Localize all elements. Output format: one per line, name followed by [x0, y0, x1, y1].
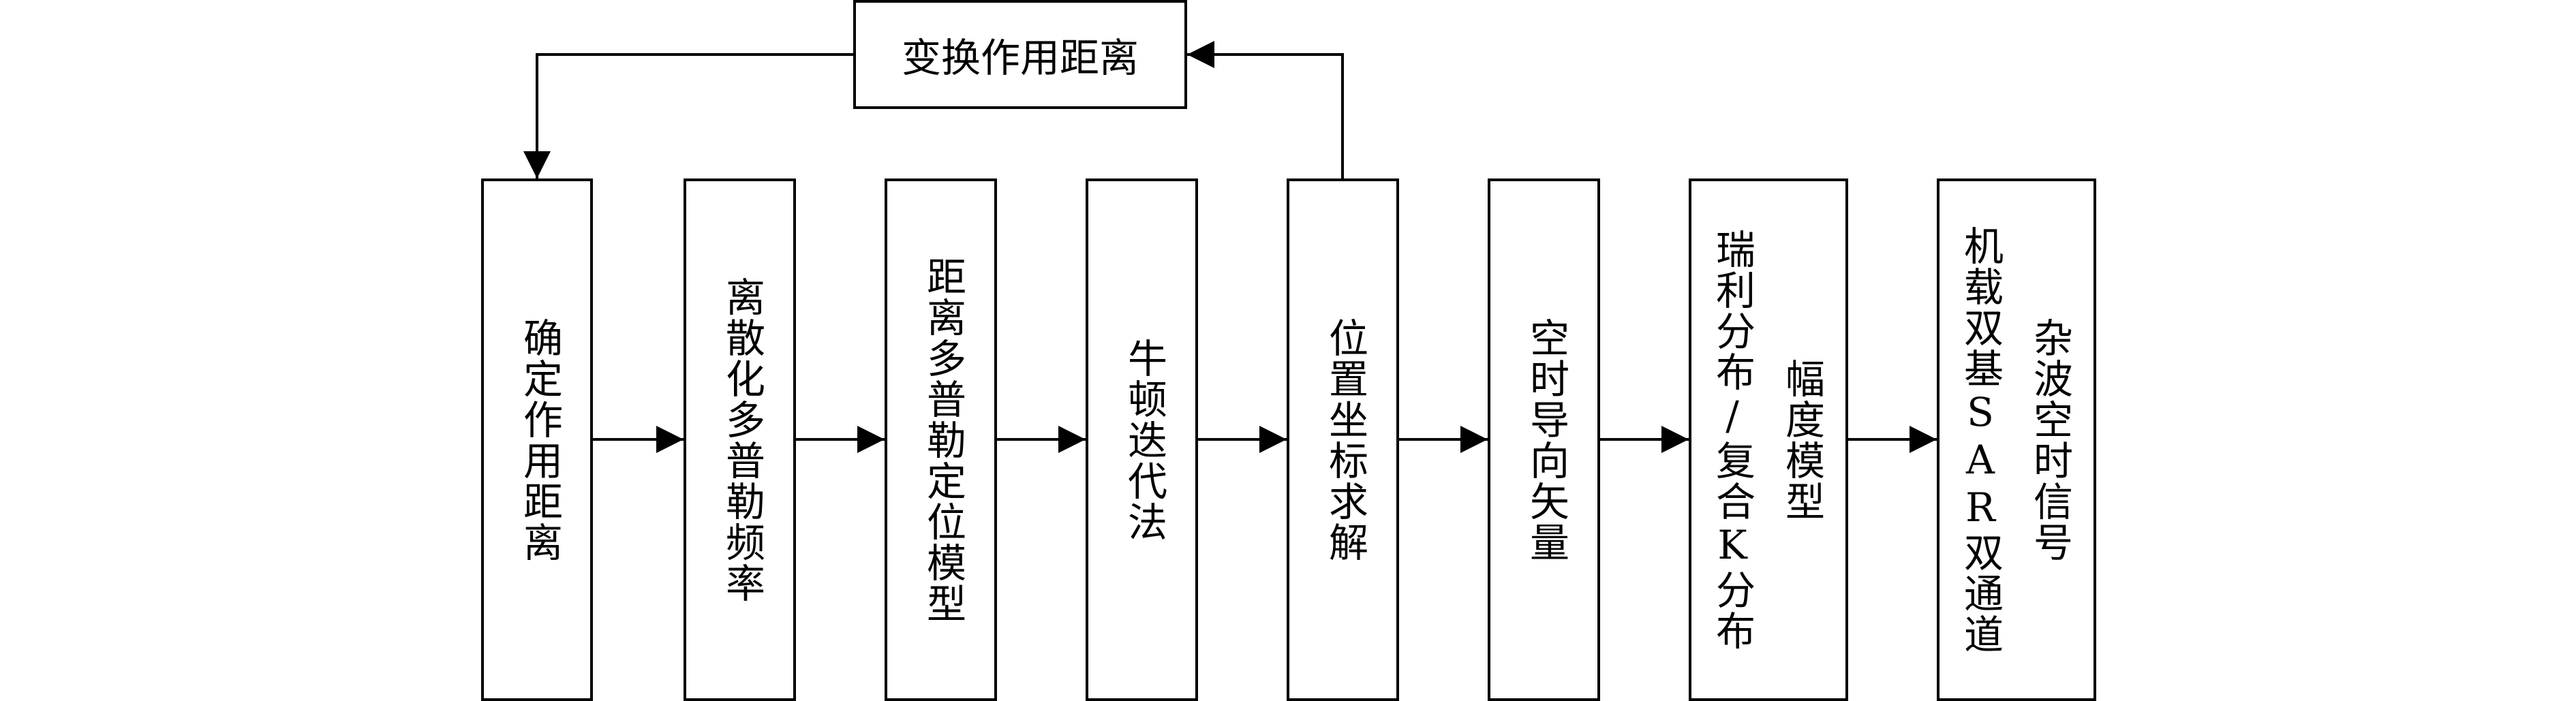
- box-7-line-1: 瑞利分布/复合K分布: [1709, 228, 1755, 651]
- box-5-line-1: 位置坐标求解: [1322, 317, 1368, 563]
- box-3-line-1: 距离多普勒定位模型: [920, 255, 966, 624]
- box-steering-vector: 空时导向矢量: [1488, 178, 1600, 701]
- box-discrete-doppler: 离散化多普勒频率: [684, 178, 796, 701]
- box-8-line-2: 杂波空时信号: [2027, 317, 2073, 563]
- feedback-arrow-to-first: [523, 53, 853, 178]
- box-1-line-1: 确定作用距离: [517, 317, 563, 563]
- top-box-transform-range: 变换作用距离: [853, 0, 1187, 109]
- box-position-solve: 位置坐标求解: [1287, 178, 1399, 701]
- box-amplitude-model: 瑞利分布/复合K分布 幅度模型: [1689, 178, 1848, 701]
- box-determine-range: 确定作用距离: [481, 178, 593, 701]
- box-8-line-1: 机载双基SAR双通道: [1957, 225, 2004, 655]
- box-4-line-1: 牛顿迭代法: [1121, 337, 1167, 542]
- box-2-line-1: 离散化多普勒频率: [719, 276, 765, 604]
- feedback-arrow-to-top: [1187, 41, 1344, 178]
- box-clutter-signal: 机载双基SAR双通道 杂波空时信号: [1937, 178, 2096, 701]
- box-6-line-1: 空时导向矢量: [1523, 317, 1569, 563]
- box-newton-iteration: 牛顿迭代法: [1086, 178, 1198, 701]
- box-7-line-2: 幅度模型: [1779, 358, 1825, 522]
- top-box-label: 变换作用距离: [901, 35, 1139, 81]
- box-range-doppler-model: 距离多普勒定位模型: [885, 178, 997, 701]
